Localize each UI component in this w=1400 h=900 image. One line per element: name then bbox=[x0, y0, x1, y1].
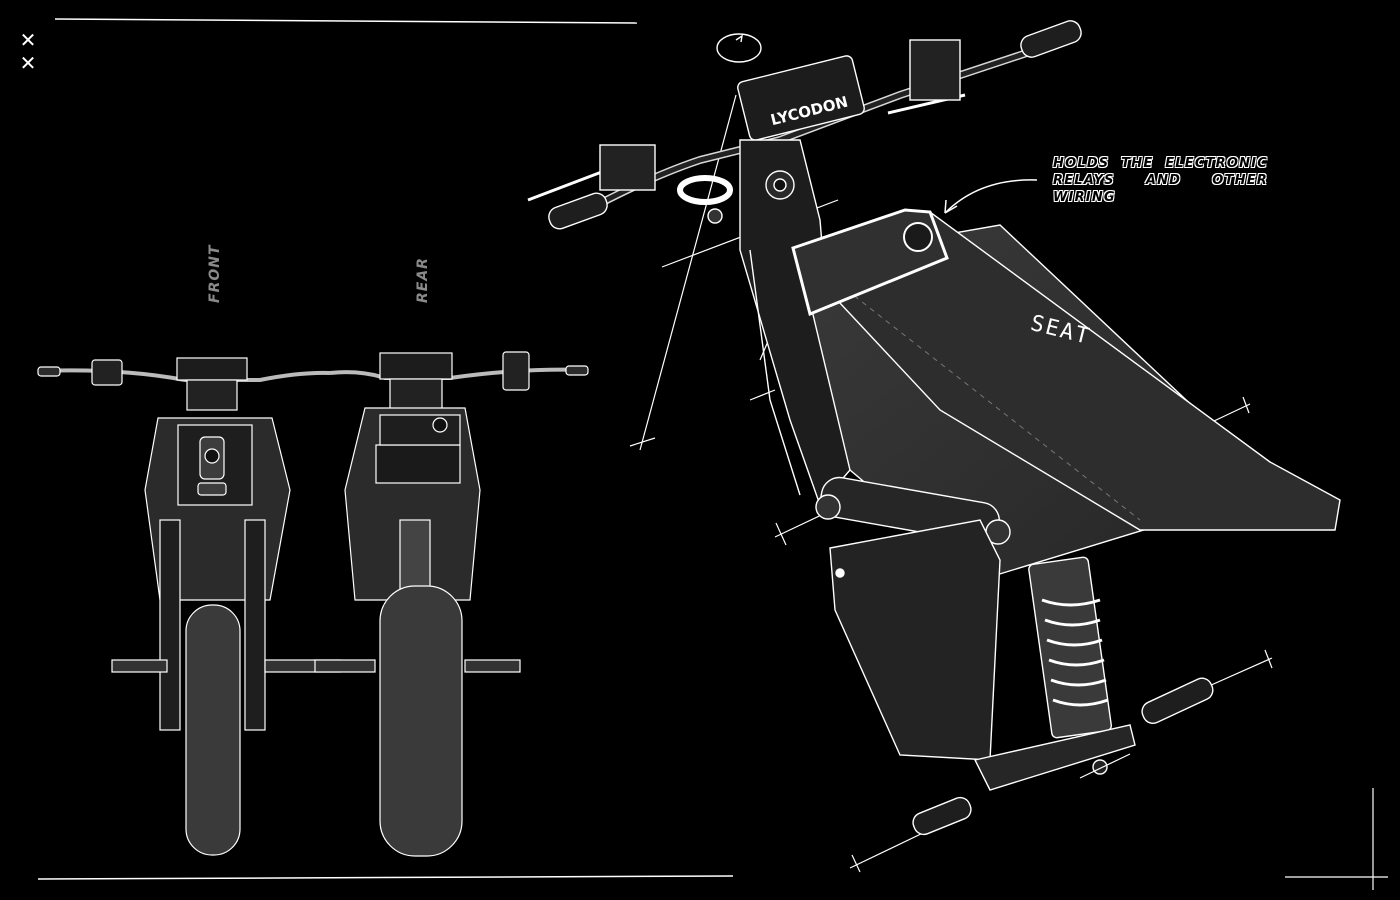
electronics-callout: HOLDS THE ELECTRONIC RELAYS AND OTHER WI… bbox=[1053, 156, 1268, 205]
front-view-motorcycle bbox=[37, 357, 341, 856]
bottom-frame-line bbox=[37, 875, 734, 880]
top-frame-line bbox=[54, 18, 638, 24]
rotate-icon[interactable] bbox=[716, 33, 762, 63]
rear-view-label: REAR bbox=[415, 257, 431, 303]
rear-view-motorcycle bbox=[314, 351, 589, 857]
callout-arrow bbox=[944, 179, 1038, 214]
close-icon[interactable]: ✕ bbox=[19, 51, 37, 75]
front-view-label: FRONT bbox=[207, 244, 223, 303]
close-icon[interactable]: ✕ bbox=[19, 28, 37, 52]
isometric-motorcycle bbox=[527, 20, 1341, 873]
corner-crosshair bbox=[1285, 788, 1388, 890]
